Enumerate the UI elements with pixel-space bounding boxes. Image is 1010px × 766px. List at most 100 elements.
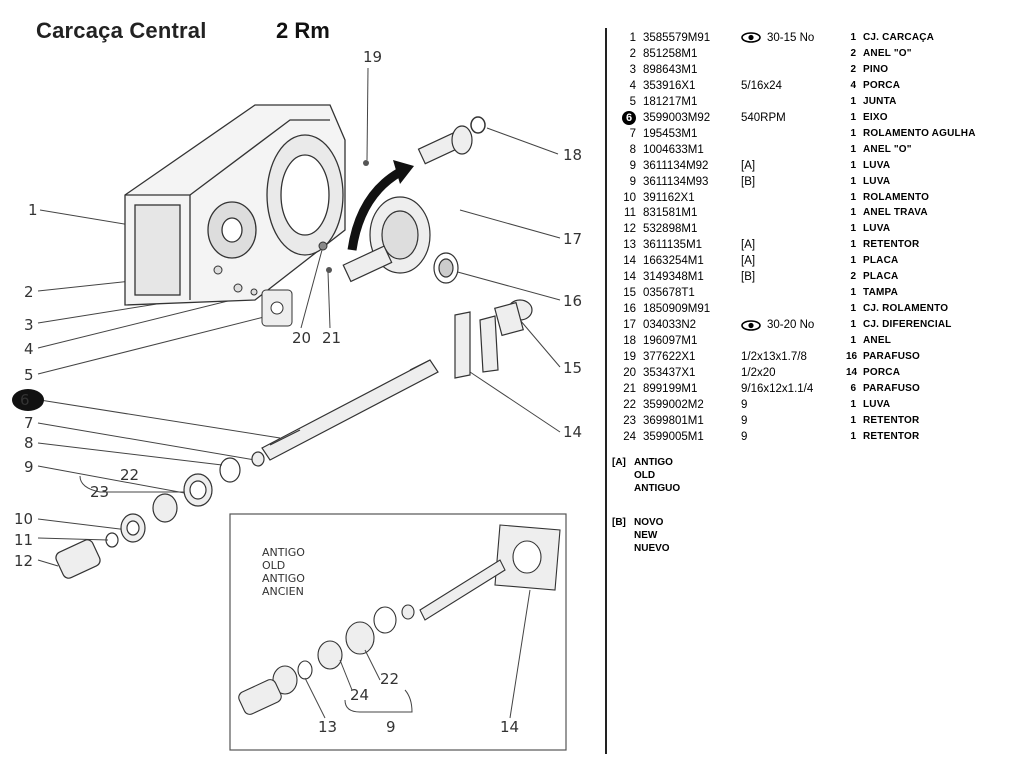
inset-callout-24: 24 — [350, 686, 369, 704]
callout-14: 14 — [563, 423, 582, 441]
part-qty: 1 — [850, 175, 856, 187]
part-desc: LUVA — [863, 159, 891, 171]
inset-lang-label: ANTIGO — [262, 572, 305, 585]
callout-5: 5 — [24, 366, 34, 384]
panel-divider — [605, 28, 607, 754]
part-number: 353437X1 — [643, 366, 696, 379]
part-qty: 1 — [850, 111, 856, 123]
part-number: 3611134M93 — [643, 175, 709, 188]
part-qty: 1 — [850, 398, 856, 410]
inset-callout-9: 9 — [386, 718, 396, 736]
part-number: 181217M1 — [643, 95, 698, 108]
shaft-components — [55, 451, 265, 579]
central-housing — [124, 104, 346, 306]
nut-20 — [318, 241, 328, 251]
part-note: [B] — [741, 175, 756, 188]
part-number: 532898M1 — [643, 223, 698, 236]
part-desc: ANEL TRAVA — [863, 207, 928, 219]
shaft-6 — [261, 359, 439, 461]
part-number: 1663254M1 — [643, 255, 704, 268]
part-desc: PINO — [863, 63, 889, 75]
part-desc: CJ. DIFERENCIAL — [863, 319, 952, 331]
inset-lang-label: OLD — [262, 559, 285, 572]
callout-3: 3 — [24, 316, 34, 334]
part-desc: LUVA — [863, 223, 891, 235]
callout-1: 1 — [28, 201, 38, 219]
part-qty: 1 — [850, 95, 856, 107]
part-number: 195453M1 — [643, 127, 698, 140]
part-number: 898643M1 — [643, 63, 698, 76]
part-qty: 1 — [850, 32, 856, 43]
part-qty: 2 — [850, 47, 856, 59]
callout-9: 9 — [24, 458, 34, 476]
part-ref: 20 — [623, 366, 636, 379]
part-note: [A] — [741, 239, 756, 252]
part-number: 851258M1 — [643, 47, 698, 60]
part-ref: 21 — [623, 382, 636, 395]
part-note: [A] — [741, 255, 756, 268]
part-ref: 2 — [629, 47, 636, 60]
part-qty: 1 — [850, 303, 856, 315]
part-ref: 19 — [623, 351, 636, 363]
plate-and-cover — [454, 299, 533, 379]
part-desc: ROLAMENTO — [863, 191, 930, 203]
part-ref: 24 — [623, 430, 636, 443]
inset-leaders — [304, 589, 531, 719]
part-note: 9 — [741, 430, 748, 443]
legend-text: NEW — [634, 530, 658, 541]
part-ref: 9 — [629, 159, 636, 172]
part-number: 3149348M1 — [643, 271, 704, 284]
part-ref: 10 — [623, 191, 636, 204]
part-ref: 18 — [623, 335, 636, 348]
part-ref: 6 — [612, 110, 636, 126]
part-qty: 1 — [850, 223, 856, 235]
part-note: [B] — [741, 271, 756, 284]
callout-16: 16 — [563, 292, 582, 310]
callout-18: 18 — [563, 146, 582, 164]
page-subtitle: 2 Rm — [276, 18, 330, 43]
part-number: 3585579M91 — [643, 32, 711, 44]
callout-10: 10 — [14, 510, 33, 528]
part-ref: 8 — [629, 143, 636, 156]
part-ref: 9 — [629, 175, 636, 188]
eye-icon — [741, 32, 761, 44]
part-number: 353916X1 — [643, 79, 696, 92]
part-desc: LUVA — [863, 398, 891, 410]
callout-22: 22 — [120, 466, 139, 484]
part-qty: 1 — [850, 143, 856, 155]
callout-15: 15 — [563, 359, 582, 377]
part-number: 1850909M91 — [643, 303, 711, 316]
part-note: 1/2x13x1.7/8 — [741, 351, 807, 363]
part-qty: 16 — [846, 351, 858, 362]
part-desc: PLACA — [863, 271, 899, 283]
part-note: 1/2x20 — [741, 366, 776, 379]
bolt-21 — [326, 267, 332, 273]
part-number: 3699801M1 — [643, 414, 704, 427]
part-qty: 1 — [850, 159, 856, 171]
legend-text: NUEVO — [634, 543, 670, 554]
callout-8: 8 — [24, 434, 34, 452]
callout-12: 12 — [14, 552, 33, 570]
part-number: 3599002M2 — [643, 398, 704, 411]
part-ref: 22 — [623, 398, 636, 411]
inset-lang-label: ANTIGO — [262, 546, 305, 559]
part-number: 391162X1 — [643, 191, 695, 204]
part-number: 034033N2 — [643, 319, 697, 332]
callout-20: 20 — [292, 329, 311, 347]
callout-19: 19 — [363, 48, 382, 66]
part-qty: 1 — [850, 430, 856, 442]
part-ref: 14 — [623, 271, 636, 284]
part-ref: 14 — [623, 255, 636, 268]
part-desc: RETENTOR — [863, 239, 920, 251]
part-ref: 11 — [624, 207, 636, 220]
part-note: 9/16x12x1.1/4 — [741, 382, 814, 395]
part-qty: 2 — [850, 271, 856, 283]
part-ref: 12 — [623, 223, 636, 236]
part-ref: 4 — [629, 79, 636, 92]
part-number: 899199M1 — [643, 382, 698, 395]
callout-11: 11 — [14, 531, 33, 549]
eye-icon — [741, 319, 761, 331]
part-number: 3611134M92 — [643, 159, 709, 172]
callout-6-badge — [12, 389, 44, 411]
part-number: 035678T1 — [643, 287, 695, 300]
